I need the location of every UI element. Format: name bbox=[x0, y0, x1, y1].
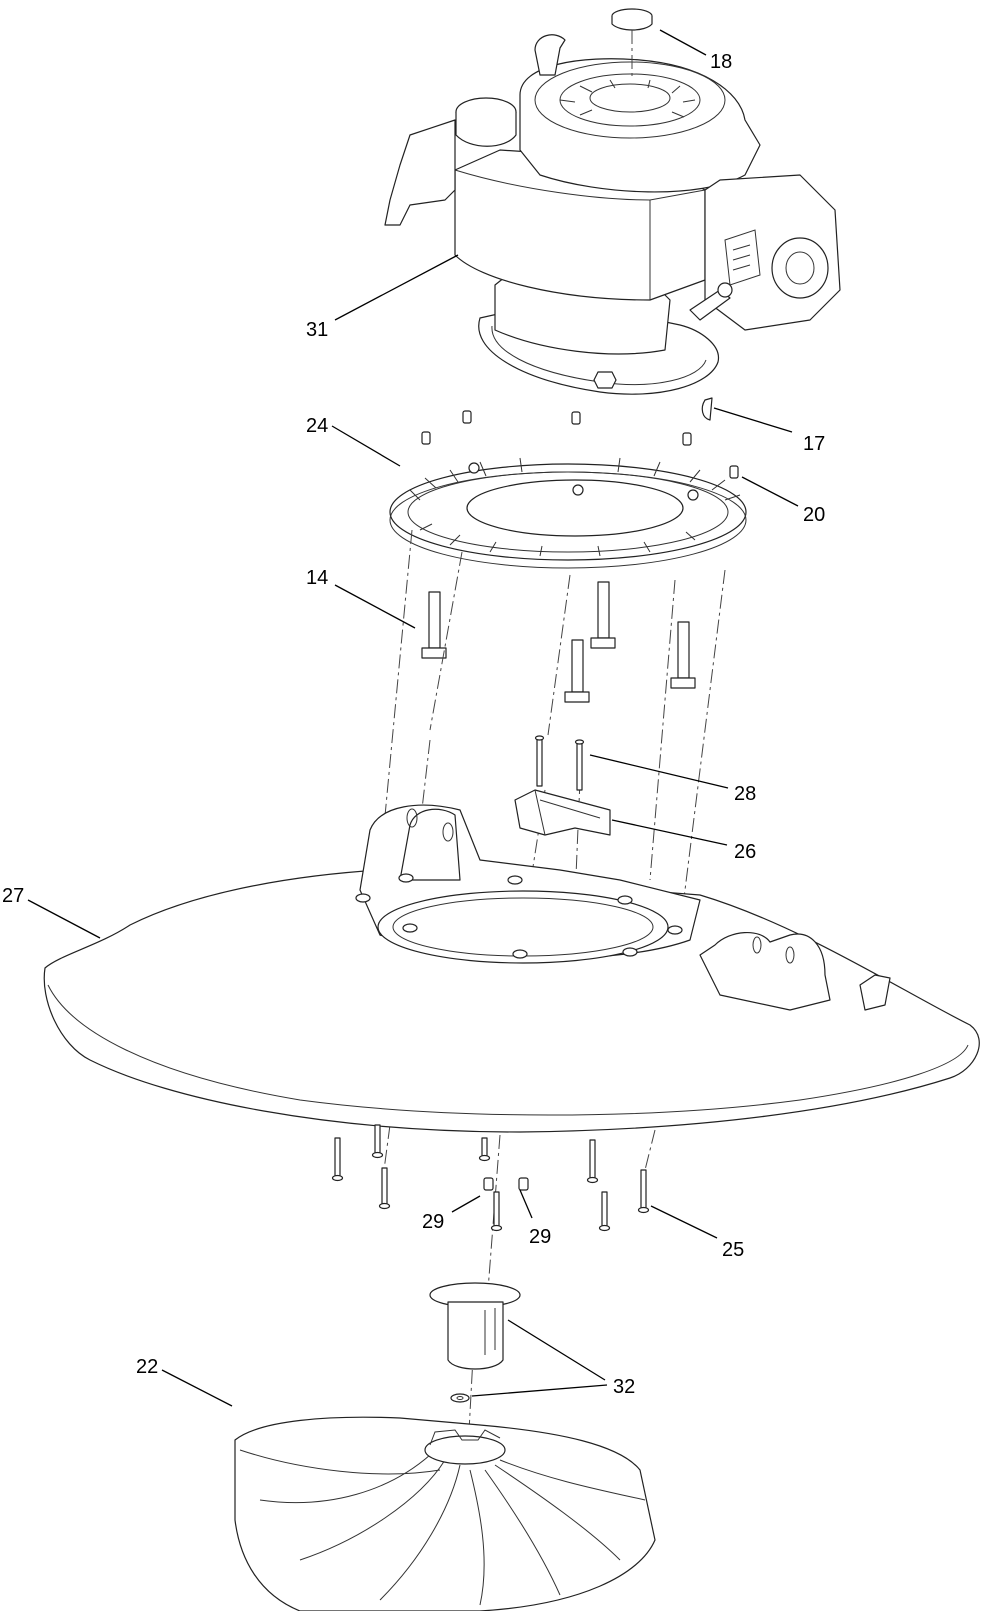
callout-18: 18 bbox=[710, 51, 732, 73]
cap-part bbox=[611, 8, 653, 80]
callout-14: 14 bbox=[306, 567, 328, 589]
screws-28 bbox=[534, 735, 585, 791]
engine-part bbox=[384, 34, 841, 395]
key-part bbox=[701, 397, 713, 421]
insert-nuts bbox=[421, 410, 739, 479]
callout-32: 32 bbox=[613, 1376, 635, 1398]
callout-29-right: 29 bbox=[529, 1226, 551, 1248]
mounting-ring-part bbox=[389, 457, 747, 569]
leader-lines bbox=[27, 29, 799, 1407]
callout-17: 17 bbox=[803, 433, 825, 455]
screws-25 bbox=[331, 1124, 650, 1232]
callout-29-left: 29 bbox=[422, 1211, 444, 1233]
bracket-part bbox=[514, 789, 611, 836]
cutting-fan-part bbox=[234, 1416, 656, 1611]
callout-27: 27 bbox=[2, 885, 24, 907]
callout-26: 26 bbox=[734, 841, 756, 863]
callout-28: 28 bbox=[734, 783, 756, 805]
callout-20: 20 bbox=[803, 504, 825, 526]
blade-adapter-part bbox=[429, 1282, 521, 1403]
deck-housing-part bbox=[43, 804, 980, 1133]
callout-31: 31 bbox=[306, 319, 328, 341]
callout-24: 24 bbox=[306, 415, 328, 437]
callout-25: 25 bbox=[722, 1239, 744, 1261]
flange-bolts bbox=[421, 581, 696, 703]
nuts-29 bbox=[483, 1177, 529, 1191]
callout-22: 22 bbox=[136, 1356, 158, 1378]
